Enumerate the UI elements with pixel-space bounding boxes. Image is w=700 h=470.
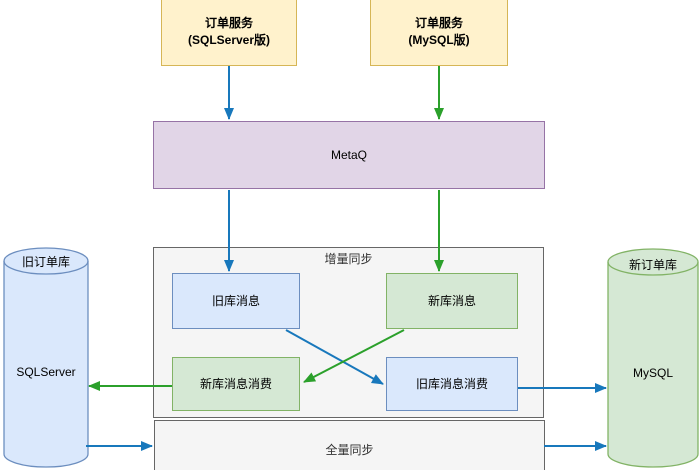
node-order-service-sqlserver: 订单服务 (SQLServer版) <box>161 0 297 66</box>
node-label-line2: (MySQL版) <box>408 32 470 47</box>
container-title: 全量同步 <box>325 442 374 457</box>
node-label: 新库消息消费 <box>199 376 272 391</box>
node-label-line1: 订单服务 <box>204 15 253 30</box>
node-label: 新库消息 <box>427 293 476 308</box>
container-full-sync: 全量同步 <box>154 420 545 470</box>
new-db-title: 新订单库 <box>628 258 677 272</box>
node-order-service-mysql: 订单服务 (MySQL版) <box>370 0 508 66</box>
node-label: 旧库消息 <box>211 293 260 308</box>
new-db-engine: MySQL <box>632 366 673 380</box>
node-label-line1: 订单服务 <box>414 15 463 30</box>
node-old-db-message: 旧库消息 <box>172 273 300 329</box>
cylinder-old-order-db <box>3 247 89 468</box>
cylinder-new-order-db <box>607 248 699 468</box>
old-db-title: 旧订单库 <box>21 255 70 269</box>
old-db-engine: SQLServer <box>16 365 76 379</box>
node-label: 旧库消息消费 <box>415 376 488 391</box>
container-title: 增量同步 <box>324 252 373 266</box>
node-new-db-message-consumer: 新库消息消费 <box>172 357 300 411</box>
node-metaq: MetaQ <box>153 121 545 189</box>
node-old-db-message-consumer: 旧库消息消费 <box>386 357 518 411</box>
node-label: MetaQ <box>330 147 367 162</box>
node-new-db-message: 新库消息 <box>386 273 518 329</box>
node-label-line2: (SQLServer版) <box>187 32 271 47</box>
